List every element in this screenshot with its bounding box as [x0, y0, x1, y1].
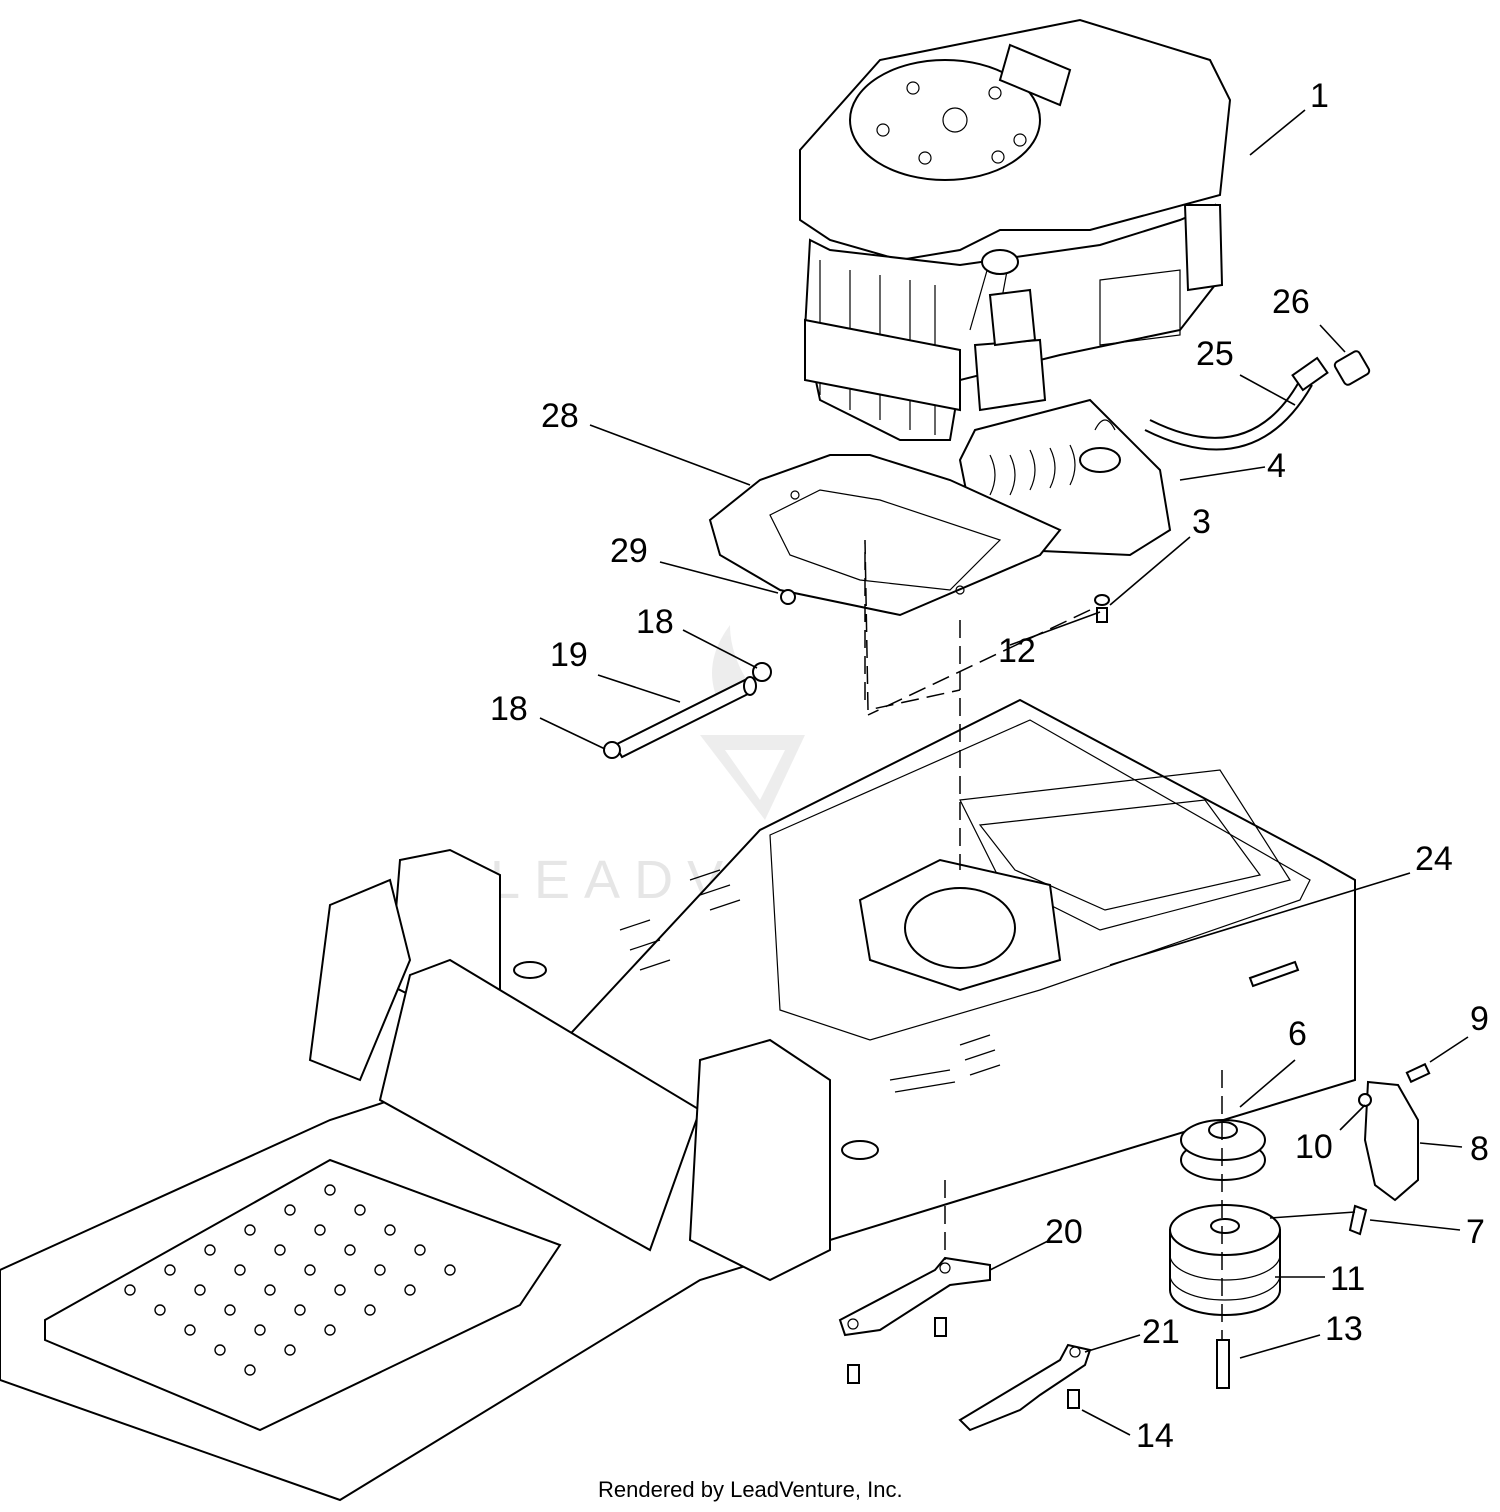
callout-clip-lower: 18: [490, 690, 528, 728]
callout-clutch-key: 7: [1466, 1213, 1485, 1251]
mower-frame: [0, 698, 1356, 1502]
callout-pivot-shaft: 19: [550, 636, 588, 674]
clutch-bolt: [1216, 1339, 1230, 1389]
engine: [799, 18, 1232, 441]
leader-lines: [539, 109, 1469, 1436]
gasket-screw: [780, 589, 796, 605]
render-credit: Rendered by LeadVenture, Inc.: [598, 1477, 903, 1502]
bracket-bolt: [847, 1317, 1080, 1409]
callout-gasket-plate: 28: [541, 397, 579, 435]
fuel-hose: [1144, 356, 1329, 451]
clutch-key: [1348, 1204, 1368, 1236]
shaft-clip-upper: [752, 662, 772, 682]
callout-stop-bracket: 8: [1470, 1130, 1489, 1168]
electric-clutch: [1169, 1204, 1281, 1316]
muffler-washer: [1094, 594, 1110, 606]
bracket-lower: [958, 1343, 1092, 1432]
callout-bracket-upper: 20: [1045, 1213, 1083, 1251]
callout-hose-fitting: 26: [1272, 283, 1310, 321]
callout-bracket-lower: 21: [1142, 1313, 1180, 1351]
muffler-bolt: [1096, 607, 1108, 623]
callout-bracket-screw: 9: [1470, 1000, 1489, 1038]
bracket-screw: [1405, 1062, 1431, 1084]
callout-pulley: 6: [1288, 1015, 1307, 1053]
callout-clutch-bolt: 13: [1325, 1310, 1363, 1348]
callout-engine: 1: [1310, 77, 1329, 115]
engine-gasket-plate: [708, 454, 1062, 617]
engine-pulley: [1180, 1119, 1266, 1181]
callout-fuel-hose: 25: [1196, 335, 1234, 373]
callout-gasket-screw: 29: [610, 532, 648, 570]
hose-fitting: [1333, 350, 1371, 386]
deck-holes: [124, 1184, 456, 1376]
leadventure-watermark-logo: [700, 625, 805, 820]
shaft-clip-lower: [603, 741, 621, 759]
callout-washer: 3: [1192, 503, 1211, 541]
callout-clip-upper: 18: [636, 603, 674, 641]
bracket-nut: [1358, 1093, 1372, 1107]
pivot-shaft: [613, 676, 757, 759]
callout-muffler: 4: [1267, 447, 1286, 485]
assembly-lines: [864, 539, 1223, 1340]
callout-frame: 24: [1415, 840, 1453, 878]
clutch-stop-bracket: [1363, 1080, 1419, 1202]
callout-labels: 1 26 25 28 4 3 29 18 12 19 18 24 6 9 10 …: [490, 77, 1489, 1455]
callout-bracket-nut: 10: [1295, 1128, 1333, 1166]
callout-clutch: 11: [1330, 1260, 1365, 1298]
callout-muffler-bolt: 12: [998, 632, 1036, 670]
bracket-upper: [838, 1256, 991, 1337]
callout-bracket-bolt: 14: [1136, 1417, 1174, 1455]
